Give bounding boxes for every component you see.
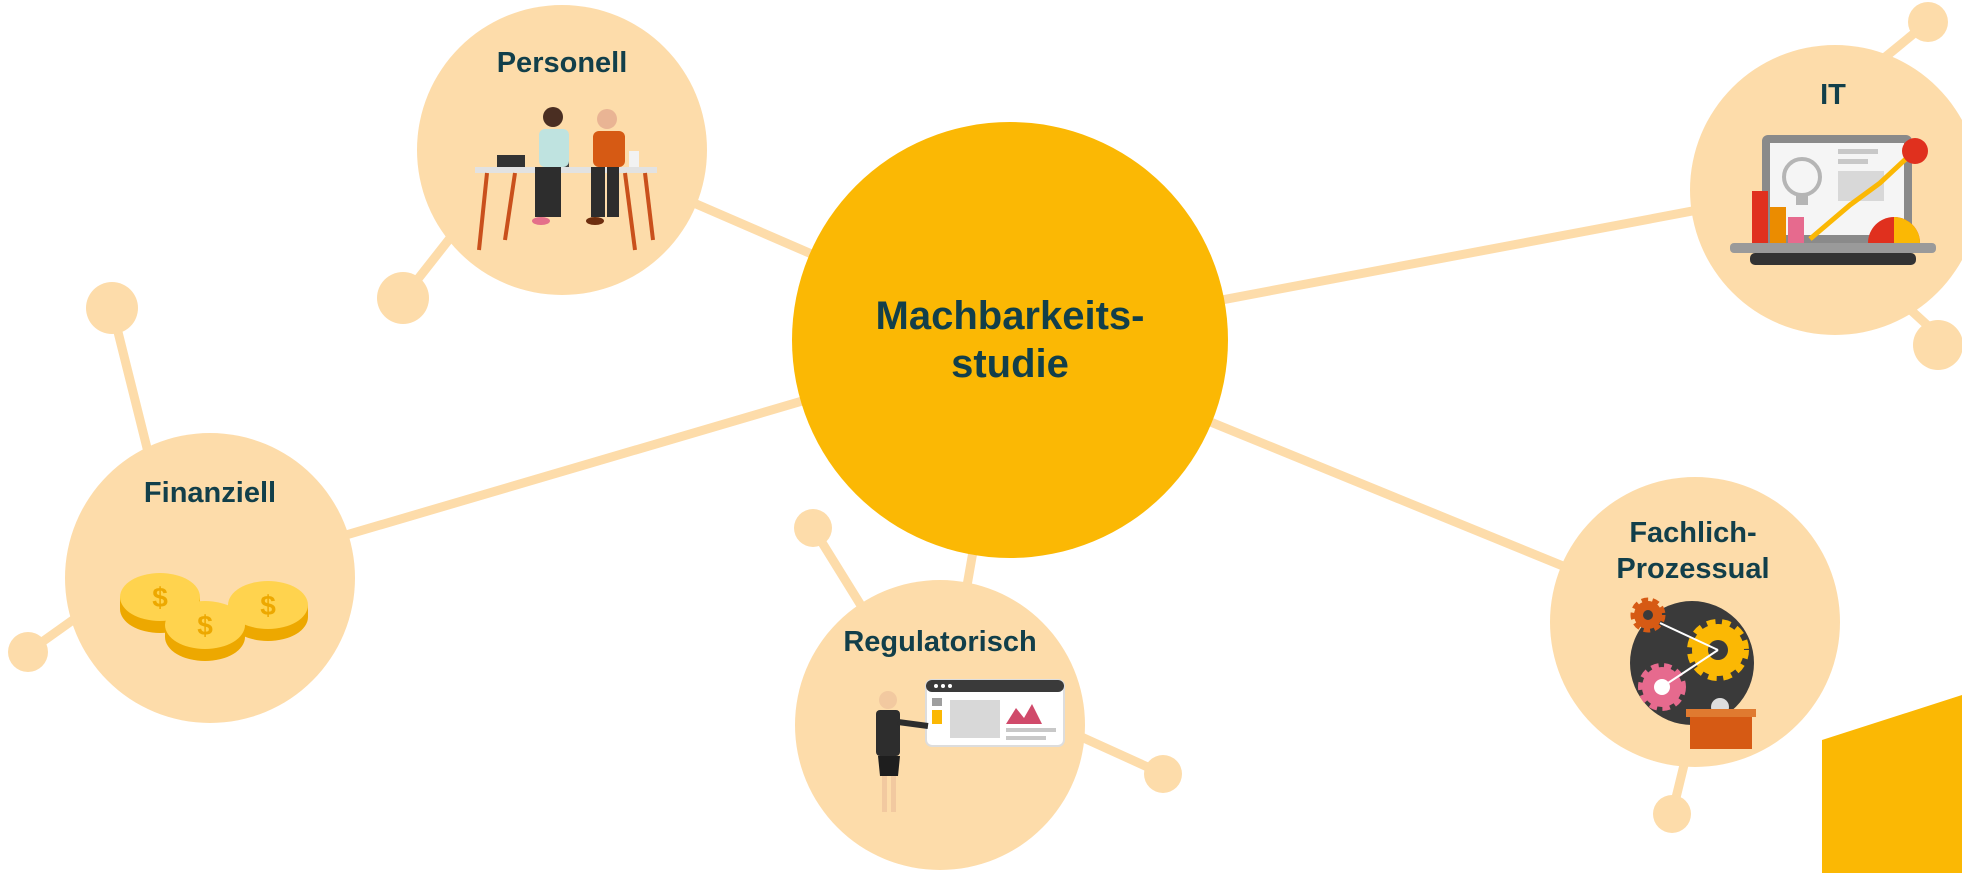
branch-dot	[377, 272, 429, 324]
coins-icon: $ $ $	[120, 573, 308, 661]
corner-accent-shape	[1822, 695, 1962, 873]
branch-dot	[8, 632, 48, 672]
node-it-label: IT	[1820, 79, 1846, 111]
meeting-people-icon	[475, 107, 657, 251]
hub-circle	[792, 122, 1228, 558]
branch-dot	[1908, 2, 1948, 42]
svg-text:$: $	[152, 582, 168, 613]
branch-dot	[1913, 320, 1962, 370]
branch-dot	[794, 509, 832, 547]
node-finanziell-circle	[65, 433, 355, 723]
presenter-dashboard-icon	[876, 679, 1065, 812]
branch-dot	[1653, 795, 1691, 833]
node-finanziell-label: Finanziell	[143, 477, 277, 509]
node-regulatorisch-label: Regulatorisch	[843, 626, 1037, 658]
branch-finanziell-top	[107, 303, 155, 465]
node-personell-label: Personell	[496, 47, 628, 79]
branch-dots	[8, 2, 1962, 833]
laptop-analytics-icon	[1730, 135, 1936, 265]
branch-dot	[86, 282, 138, 334]
svg-text:$: $	[197, 610, 213, 641]
branch-dot	[1144, 755, 1182, 793]
gears-process-icon	[1630, 597, 1756, 749]
hub-label: Machbarkeits- studie	[875, 294, 1145, 386]
svg-text:$: $	[260, 590, 276, 621]
node-fachlich-label: Fachlich- Prozessual	[1616, 517, 1770, 586]
